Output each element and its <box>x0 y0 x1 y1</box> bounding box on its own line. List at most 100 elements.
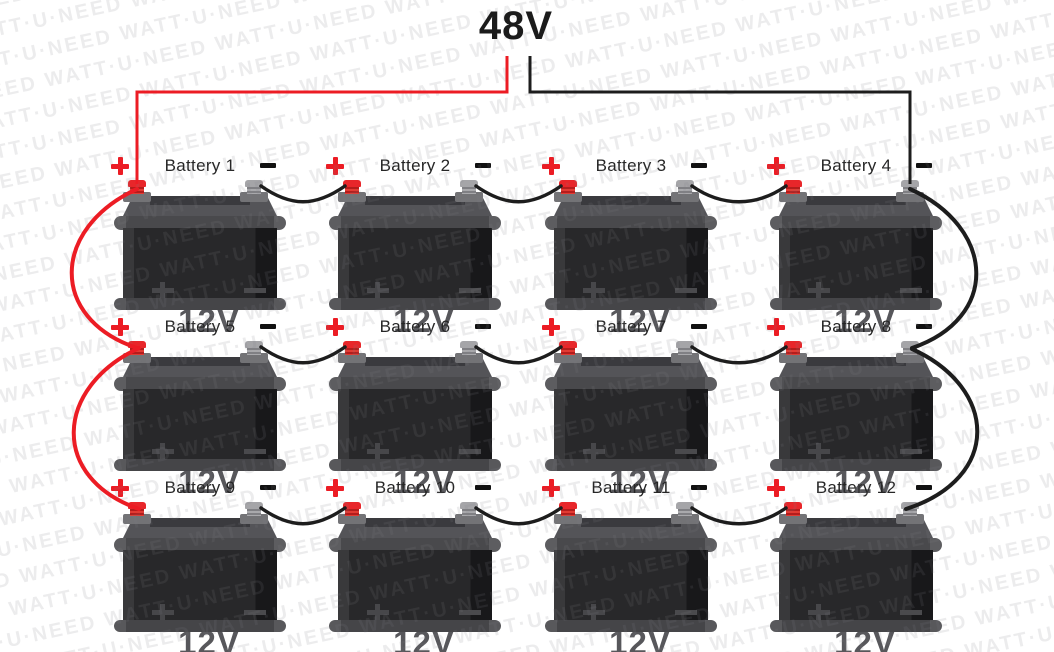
positive-polarity-icon <box>767 318 785 336</box>
face-minus-icon <box>900 449 922 454</box>
battery-lid-strip <box>150 357 250 366</box>
face-minus-icon <box>459 449 481 454</box>
positive-terminal <box>775 180 811 203</box>
battery-lid-strip <box>581 196 681 205</box>
negative-polarity-icon <box>260 163 276 168</box>
positive-polarity-icon <box>542 318 560 336</box>
system-voltage-title: 48V <box>478 4 554 48</box>
battery-body: 12V <box>779 228 933 339</box>
face-minus-icon <box>675 449 697 454</box>
battery-caption: Battery 8 <box>767 314 942 340</box>
negative-terminal <box>236 502 272 525</box>
battery-7: Battery 7 12V <box>542 317 717 500</box>
negative-polarity-icon <box>691 324 707 329</box>
battery-label: Battery 5 <box>164 317 236 336</box>
battery-shoulder <box>770 216 942 230</box>
battery-lid-strip <box>365 196 465 205</box>
face-minus-icon <box>459 288 481 293</box>
battery-body: 12V <box>123 228 277 339</box>
battery-shoulder <box>114 538 286 552</box>
positive-terminal <box>334 180 370 203</box>
battery-body: 12V <box>554 550 708 652</box>
battery-2: Battery 2 12V <box>326 156 501 339</box>
battery-base <box>114 298 286 310</box>
negative-terminal <box>236 180 272 203</box>
battery-lid-strip <box>365 357 465 366</box>
battery-lid-strip <box>365 518 465 527</box>
negative-polarity-icon <box>691 163 707 168</box>
battery-shoulder <box>114 216 286 230</box>
positive-terminal <box>334 502 370 525</box>
battery-4: Battery 4 12V <box>767 156 942 339</box>
negative-terminal <box>667 180 703 203</box>
battery-shoulder <box>329 377 501 391</box>
battery-base <box>770 459 942 471</box>
battery-shoulder <box>545 377 717 391</box>
face-plus-icon <box>367 282 389 299</box>
battery-lid-strip <box>806 357 906 366</box>
face-plus-icon <box>152 282 174 299</box>
battery-shoulder <box>329 216 501 230</box>
battery-shoulder <box>545 216 717 230</box>
battery-base <box>114 459 286 471</box>
battery-shoulder <box>770 538 942 552</box>
battery-base <box>770 298 942 310</box>
battery-3: Battery 3 12V <box>542 156 717 339</box>
positive-terminal <box>119 341 155 364</box>
positive-polarity-icon <box>326 318 344 336</box>
positive-polarity-icon <box>542 479 560 497</box>
face-minus-icon <box>900 288 922 293</box>
battery-label: Battery 8 <box>820 317 892 336</box>
battery-body: 12V <box>338 389 492 500</box>
battery-body: 12V <box>338 228 492 339</box>
face-plus-icon <box>583 443 605 460</box>
battery-lid-strip <box>150 518 250 527</box>
battery-shoulder <box>329 538 501 552</box>
battery-11: Battery 11 12V <box>542 478 717 652</box>
face-minus-icon <box>675 610 697 615</box>
face-plus-icon <box>808 443 830 460</box>
face-minus-icon <box>244 449 266 454</box>
face-plus-icon <box>367 604 389 621</box>
negative-terminal <box>451 341 487 364</box>
negative-polarity-icon <box>916 163 932 168</box>
battery-body: 12V <box>123 550 277 652</box>
positive-terminal <box>550 502 586 525</box>
face-plus-icon <box>367 443 389 460</box>
battery-10: Battery 10 12V <box>326 478 501 652</box>
negative-polarity-icon <box>916 485 932 490</box>
negative-terminal <box>667 502 703 525</box>
face-plus-icon <box>152 604 174 621</box>
negative-polarity-icon <box>475 485 491 490</box>
negative-terminal <box>667 341 703 364</box>
positive-terminal <box>119 180 155 203</box>
battery-caption: Battery 10 <box>326 475 501 501</box>
positive-terminal <box>550 341 586 364</box>
battery-lid-strip <box>150 196 250 205</box>
battery-shoulder <box>770 377 942 391</box>
battery-shoulder <box>545 538 717 552</box>
battery-shoulder <box>114 377 286 391</box>
positive-polarity-icon <box>111 157 129 175</box>
negative-polarity-icon <box>260 485 276 490</box>
negative-polarity-icon <box>475 324 491 329</box>
battery-body: 12V <box>554 228 708 339</box>
face-minus-icon <box>459 610 481 615</box>
positive-polarity-icon <box>326 479 344 497</box>
negative-polarity-icon <box>475 163 491 168</box>
battery-base <box>329 620 501 632</box>
face-minus-icon <box>244 610 266 615</box>
battery-label: Battery 11 <box>591 478 671 497</box>
battery-lid-strip <box>581 518 681 527</box>
battery-base <box>545 620 717 632</box>
battery-1: Battery 1 12V <box>111 156 286 339</box>
battery-caption: Battery 6 <box>326 314 501 340</box>
negative-polarity-icon <box>691 485 707 490</box>
battery-9: Battery 9 12V <box>111 478 286 652</box>
face-minus-icon <box>900 610 922 615</box>
face-minus-icon <box>675 288 697 293</box>
battery-base <box>770 620 942 632</box>
battery-body: 12V <box>554 389 708 500</box>
battery-body: 12V <box>779 389 933 500</box>
